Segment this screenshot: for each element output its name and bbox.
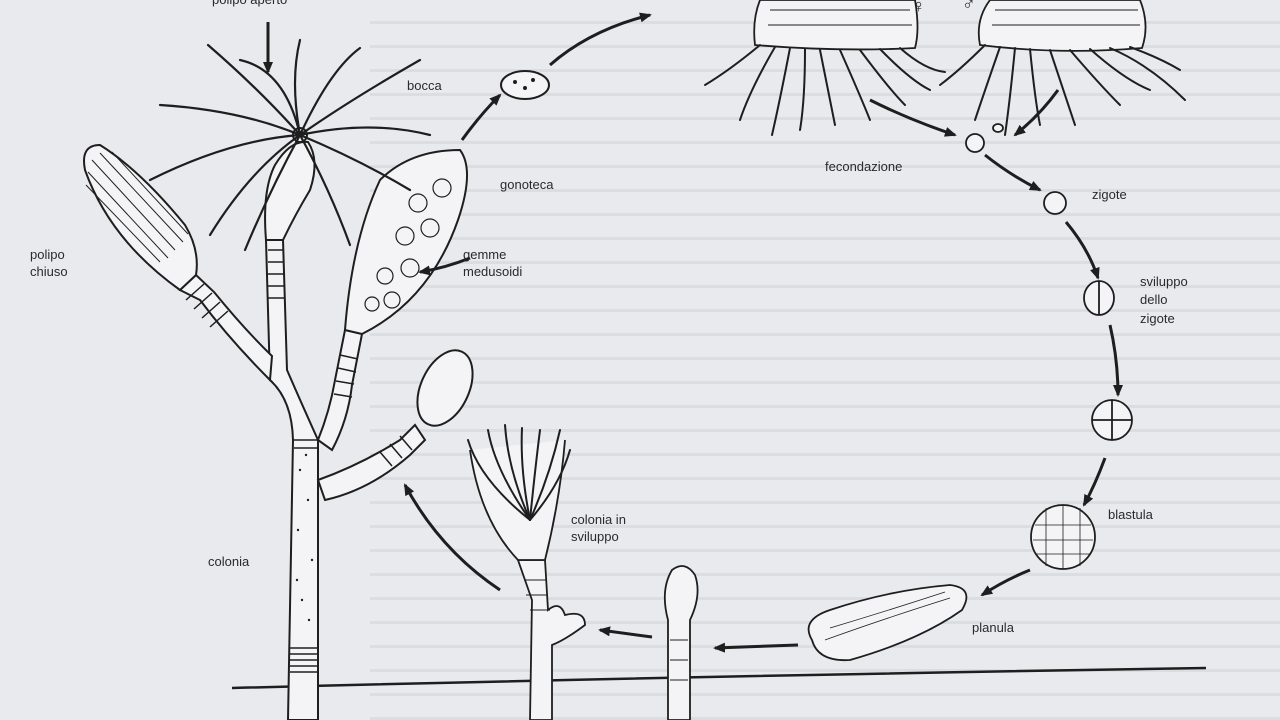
zygote-drawing [1043,191,1067,215]
arrow-to-blastula [1082,457,1107,507]
label-gemme-1: gemme [463,247,507,262]
medusa-texture [768,9,1140,26]
label-sviluppo-1: sviluppo [1140,274,1188,289]
label-polipo-chiuso-1: polipo [30,247,65,262]
arrow-male-to-egg [1013,89,1060,137]
substrate-line [231,666,1207,690]
label-planula: planula [972,620,1014,635]
arrow-medusoid-to-medusa [549,12,652,67]
free-medusoid-drawing [500,70,550,100]
label-colonia-sviluppo-2: sviluppo [571,529,619,544]
colony-drawing [83,127,474,720]
male-symbol-icon: ♂ [962,0,976,14]
label-polipo-chiuso-2: chiuso [30,264,68,279]
sperm-head [992,123,1004,133]
label-polipo-aperto: polipo aperto [212,0,287,8]
arrow-to-four-cell [1108,324,1123,397]
female-symbol-icon: ♀ [912,0,926,16]
label-gemme-2: medusoidi [463,264,523,279]
arrow-to-zygote [984,153,1042,192]
development-stages [469,123,1133,720]
two-cell-stage-drawing [1083,280,1115,316]
arrow-to-developing-colony [598,626,653,639]
label-gonoteca: gonoteca [500,177,554,192]
label-zigote: zigote [1092,187,1127,202]
blastula-drawing [1030,504,1096,570]
arrow-female-to-egg [869,98,957,137]
arrow-to-two-cell [1064,221,1100,280]
gonotheca-drawing [343,148,469,336]
planula-drawing [807,584,968,662]
open-polyp-tentacles [148,38,432,252]
arrow-to-planula [980,568,1031,597]
medusae-tentacles [704,44,1186,136]
arrow-to-young-polyp [713,642,799,653]
label-bocca: bocca [407,78,442,93]
background-text-bleedthrough [370,0,1280,720]
young-polyp-drawing [663,565,699,720]
arrow-to-colony [403,483,501,592]
developing-colony-tentacles [467,424,571,521]
egg-drawing [965,133,985,153]
label-fecondazione: fecondazione [825,159,903,174]
four-cell-stage-drawing [1091,399,1133,441]
label-colonia-sviluppo-1: colonia in [571,512,626,527]
cycle-arrows [263,12,1123,653]
arrow-medusoid-label [418,256,471,276]
label-blastula: blastula [1108,507,1153,522]
label-sviluppo-2: dello [1140,292,1168,307]
label-sviluppo-3: zigote [1140,311,1175,326]
label-colonia: colonia [208,554,250,569]
arrow-gonoteca-to-medusoid [460,93,502,141]
